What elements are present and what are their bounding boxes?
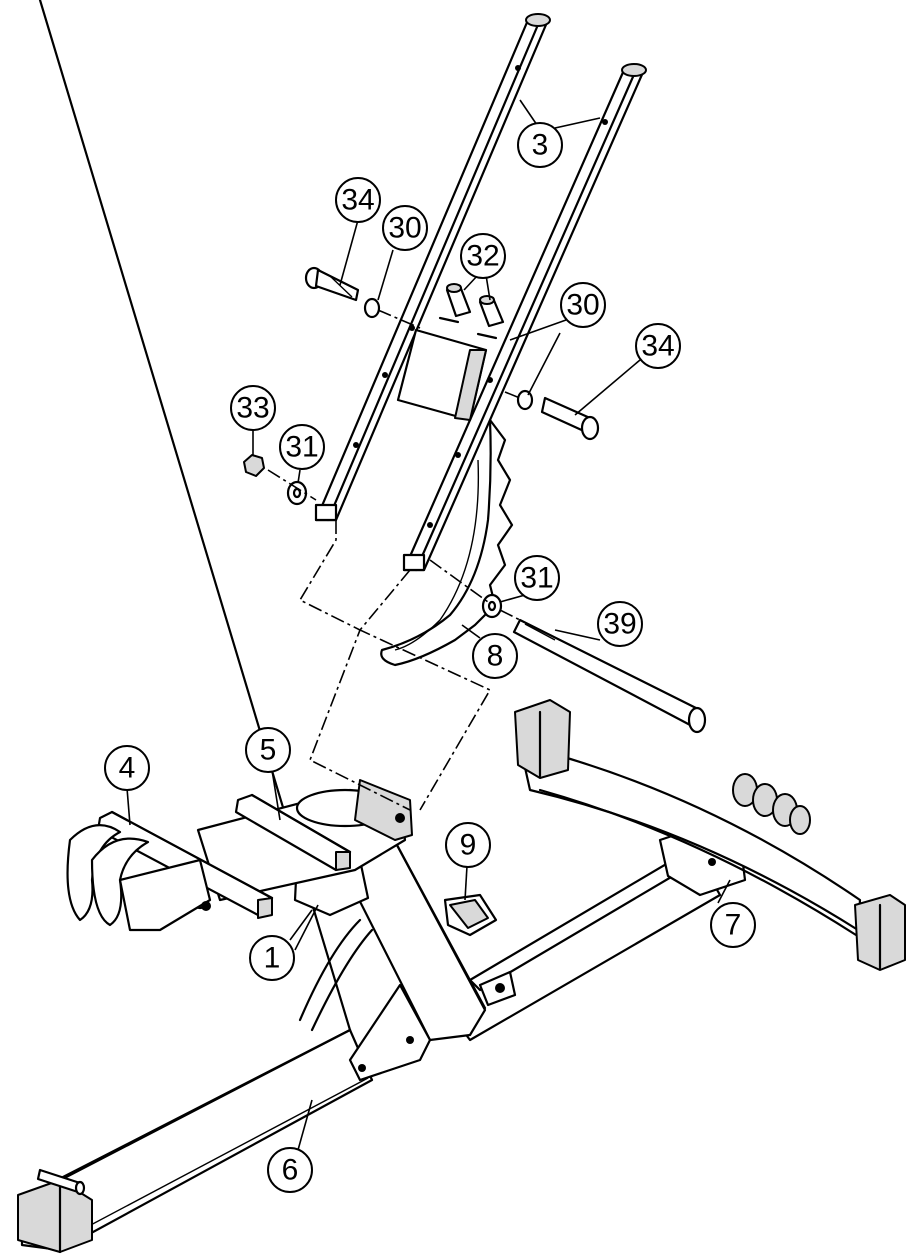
callout-1-label: 1 [264, 942, 281, 975]
assembly-guide-lines [267, 309, 521, 811]
callout-31-right: 31 [514, 555, 560, 601]
callout-30-left: 30 [382, 205, 428, 251]
callout-4-label: 4 [119, 752, 136, 785]
callout-34-left: 34 [335, 177, 381, 223]
part-7-stabilizer [514, 699, 906, 971]
part-6-base-tube [17, 0, 374, 1254]
callout-8-label: 8 [487, 640, 504, 673]
callout-9-label: 9 [460, 829, 477, 862]
callout-3-label: 3 [532, 129, 549, 162]
part-9-bracket [443, 893, 498, 937]
callout-4: 4 [104, 745, 150, 791]
part-4-crossbar [66, 810, 274, 932]
callout-32: 32 [460, 233, 506, 279]
bolt-34-right [540, 396, 600, 441]
callout-34-right-label: 34 [641, 330, 674, 363]
callout-7: 7 [710, 902, 756, 948]
part-3-uprights [314, 13, 647, 572]
callout-6-label: 6 [282, 1154, 299, 1187]
fasteners [243, 266, 707, 734]
callout-30-right: 30 [560, 282, 606, 328]
part-5-crossbar [234, 793, 352, 872]
callout-31-left: 31 [279, 424, 325, 470]
callout-31-right-label: 31 [520, 562, 553, 595]
callout-6: 6 [267, 1147, 313, 1193]
callout-1: 1 [249, 935, 295, 981]
axle-39 [512, 618, 707, 734]
callout-30-right-label: 30 [566, 289, 599, 322]
callout-7-label: 7 [725, 909, 742, 942]
callout-39: 39 [597, 601, 643, 647]
pins-32 [438, 283, 505, 340]
part-8-ratchet-plate [380, 418, 514, 667]
callout-30-left-label: 30 [388, 212, 421, 245]
washer-30-right [516, 389, 534, 411]
callout-8: 8 [472, 633, 518, 679]
callout-34-left-label: 34 [341, 184, 374, 217]
callout-9: 9 [445, 822, 491, 868]
callout-3: 3 [517, 122, 563, 168]
callout-33-label: 33 [236, 392, 269, 425]
callout-34-right: 34 [635, 323, 681, 369]
part-1-main-frame [190, 779, 747, 1082]
callout-5-label: 5 [260, 734, 277, 767]
bolt-34-left [304, 266, 360, 302]
callout-33: 33 [230, 385, 276, 431]
callout-31-left-label: 31 [285, 431, 318, 464]
callout-leaders [126, 99, 731, 1151]
callout-5: 5 [245, 727, 291, 773]
nut-33 [243, 454, 265, 477]
callout-32-label: 32 [466, 240, 499, 273]
callout-39-label: 39 [603, 608, 636, 641]
washer-30-left [363, 297, 381, 319]
